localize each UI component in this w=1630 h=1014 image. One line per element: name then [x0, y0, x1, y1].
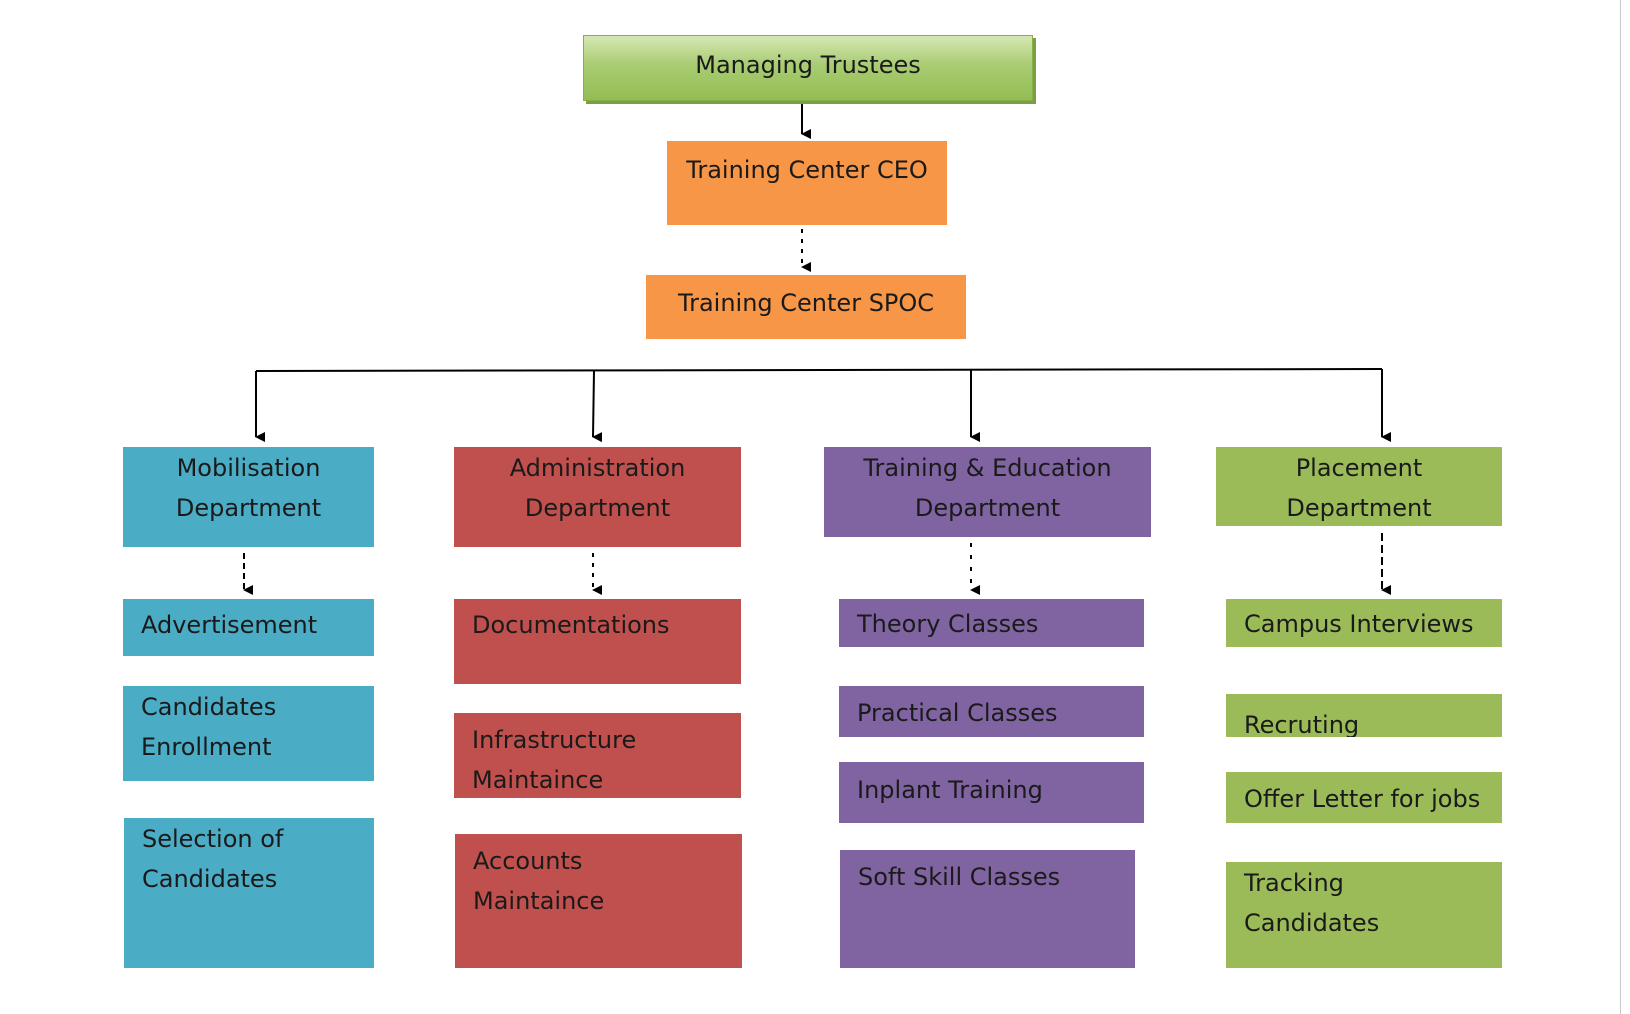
administration-item-accounts: Accounts Maintaince — [455, 834, 742, 968]
placement-item-recruting: Recruting — [1226, 694, 1502, 737]
managing-trustees-box: Managing Trustees — [583, 35, 1033, 101]
administration-item-label: Accounts Maintaince — [473, 847, 605, 915]
ceo-box: Training Center CEO — [667, 141, 947, 225]
mobilisation-item-selection: Selection of Candidates — [124, 818, 374, 968]
placement-item-label: Campus Interviews — [1244, 610, 1474, 638]
placement-item-campus: Campus Interviews — [1226, 599, 1502, 647]
placement-item-offer-letter: Offer Letter for jobs — [1226, 772, 1502, 823]
placement-title-line1: Placement — [1295, 454, 1423, 482]
ceo-label: Training Center CEO — [686, 156, 928, 184]
mobilisation-item-label: Advertisement — [141, 611, 318, 639]
training-department-box: Training & Education Department — [824, 447, 1151, 537]
mobilisation-item-advertisement: Advertisement — [123, 599, 374, 656]
training-item-label: Soft Skill Classes — [858, 863, 1061, 891]
placement-item-label: Offer Letter for jobs — [1244, 785, 1481, 813]
training-title-line1: Training & Education — [863, 454, 1112, 482]
page-edge-divider — [1620, 0, 1621, 1014]
mobilisation-department-box: Mobilisation Department — [123, 447, 374, 547]
administration-item-label: Documentations — [472, 611, 670, 639]
training-item-practical: Practical Classes — [839, 686, 1144, 737]
mobilisation-item-label: Selection of Candidates — [142, 825, 284, 893]
placement-item-tracking: Tracking Candidates — [1226, 862, 1502, 968]
administration-department-box: Administration Department — [454, 447, 741, 547]
placement-department-box: Placement Department — [1216, 447, 1502, 526]
administration-title-line2: Department — [524, 494, 671, 522]
training-item-label: Practical Classes — [857, 699, 1058, 727]
managing-trustees-label: Managing Trustees — [695, 51, 921, 79]
spoc-label: Training Center SPOC — [677, 289, 935, 317]
training-item-softskill: Soft Skill Classes — [840, 850, 1135, 968]
training-item-label: Theory Classes — [857, 610, 1039, 638]
mobilisation-item-label: Candidates Enrollment — [141, 693, 277, 761]
mobilisation-item-enrollment: Candidates Enrollment — [123, 686, 374, 781]
training-title-line2: Department — [914, 494, 1061, 522]
training-item-theory: Theory Classes — [839, 599, 1144, 647]
placement-item-label: Recruting — [1244, 711, 1360, 737]
administration-item-documentations: Documentations — [454, 599, 741, 684]
administration-title-line1: Administration — [509, 454, 686, 482]
administration-item-label: Infrastructure Maintaince — [472, 726, 637, 794]
arrow-to-administration — [592, 370, 603, 443]
spoc-box: Training Center SPOC — [646, 275, 966, 339]
training-item-label: Inplant Training — [857, 776, 1043, 804]
mobilisation-title-line1: Mobilisation — [176, 454, 321, 482]
administration-item-infrastructure: Infrastructure Maintaince — [454, 713, 741, 798]
mobilisation-title-line2: Department — [175, 494, 322, 522]
training-item-inplant: Inplant Training — [839, 762, 1144, 823]
placement-title-line2: Department — [1286, 494, 1432, 522]
bus-line — [255, 368, 1383, 372]
placement-item-label: Tracking Candidates — [1244, 869, 1380, 937]
